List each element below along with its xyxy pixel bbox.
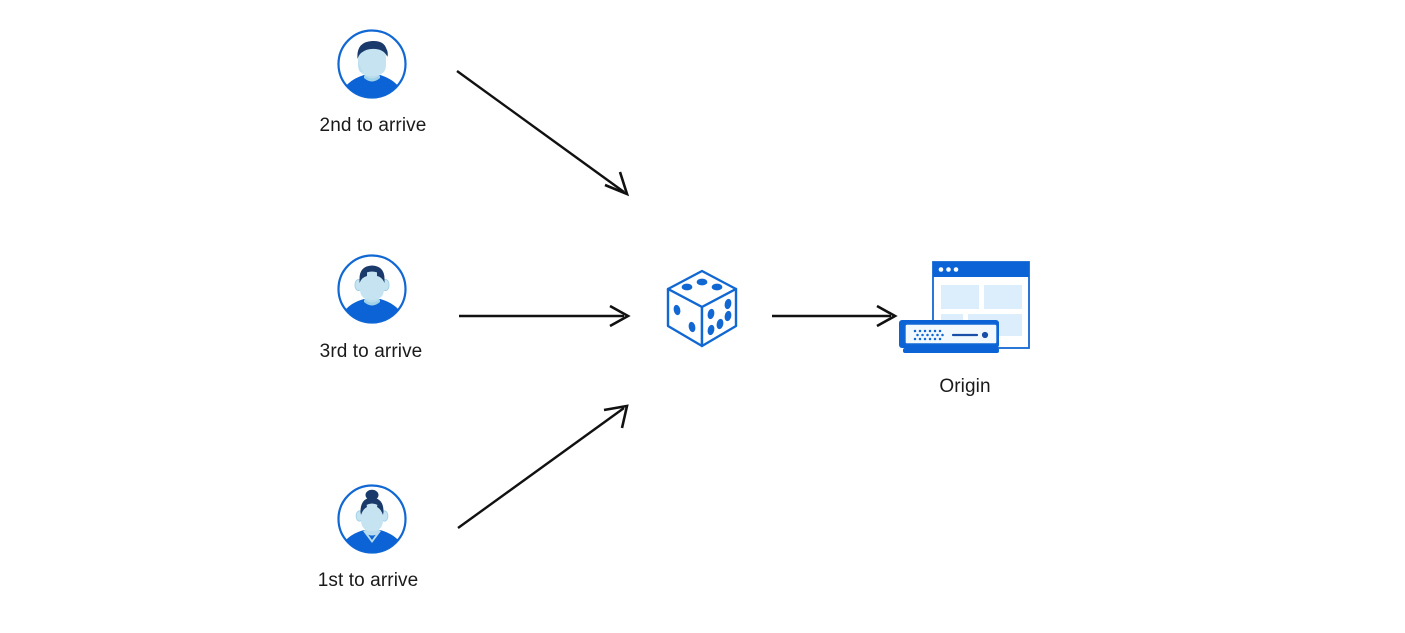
arrow-visitor-1st-to-dice [457,404,629,529]
dice-icon [663,268,741,350]
arrow-visitor-3rd-to-dice [459,304,631,328]
avatar-short-hair-ears-icon [336,253,408,325]
arrow-dice-to-origin [772,304,898,328]
origin-server-icon [895,258,1035,364]
avatar-short-hair-icon [336,28,408,100]
node-label-visitor-2nd: 2nd to arrive [319,115,427,136]
node-label-origin: Origin [939,376,991,397]
server-device-part [899,320,999,353]
avatar-bun-hair-icon [336,483,408,555]
node-label-visitor-3rd: 3rd to arrive [319,341,423,362]
node-label-visitor-1st: 1st to arrive [317,570,419,591]
